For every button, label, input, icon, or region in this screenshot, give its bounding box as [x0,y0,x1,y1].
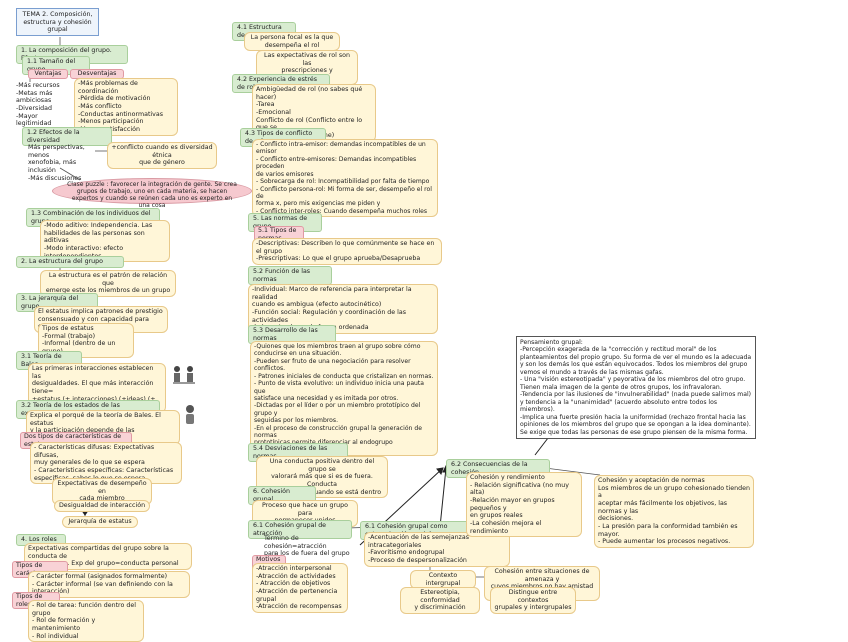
puzzle-bubble: Clase puzzle : favorecer la integración … [52,178,252,209]
motivos-list: -Atracción interpersonal -Atracción de a… [252,563,348,614]
categorizacion-text: -Acentuación de las semejanzas intracate… [364,532,510,567]
estereotipia-text: Estereotipia, conformidad y discriminaci… [400,587,480,615]
arrow-head [436,467,444,476]
estructura-text: La estructura es el patrón de relación q… [40,270,176,298]
desarrollo-normas-text: -Quiones que los miembros traen al grupo… [250,341,438,457]
tipos-roles-list: - Rol de tarea: función dentro del grupo… [28,600,144,642]
diversidad-text: Más perspectivas, menos xenofobia, más i… [28,144,85,182]
normas-aceptacion-text: Cohesión y aceptación de normas Los miem… [594,475,754,549]
heading-estructura: 2. La estructura del grupo [16,256,124,268]
tipos-normas-text: -Descriptivas: Describen lo que comúnmen… [252,238,442,266]
connector [544,467,601,476]
cohesion-atraccion-text: Término de cohesión=atracción para los d… [264,535,350,558]
diversidad-effect: +conflicto cuando es diversidad étnica q… [107,142,217,170]
person-icon [186,405,194,424]
connector [59,167,81,181]
heading-cohesion-atraccion: 6.1 Cohesión grupal de atracción [248,520,352,540]
rendimiento-text: Cohesión y rendimiento - Relación signif… [466,472,582,538]
distingue-text: Distingue entre contextos grupales y int… [490,587,576,615]
heading-diversidad: 1.2 Efectos de la diversidad [22,127,112,147]
jerarquia-estatus: Jerarquía de estatus [62,516,138,528]
people-icon [173,366,195,384]
arrow-head [82,511,88,516]
desviaciones-text: Una conducta positiva dentro del grupo s… [256,456,388,499]
estructura-rol-a: La persona focal es la que desempeña el … [244,32,340,52]
roles-text: Expectativas compartidas del grupo sobre… [24,543,192,571]
title: TEMA 2. Composición, estructura y cohesi… [16,8,99,36]
heading-funcion-normas: 5.2 Función de las normas [248,266,332,286]
title-text: TEMA 2. Composición, estructura y cohesi… [22,11,93,34]
ventajas-list: -Más recursos -Metas más ambiciosas -Div… [16,82,60,128]
arrow [439,467,447,528]
puzzle-text: Clase puzzle : favorecer la integración … [67,181,237,209]
label-ventajas: Ventajas [28,69,68,79]
desigualdad-interaccion: Desigualdad de interacción [54,500,150,512]
contexto-amenaza: Cohesión entre situaciones de amenaza y … [484,566,600,601]
tipos-conflicto-text: - Conflicto intra-emisor: demandas incom… [252,139,438,218]
pensamiento-grupal: Pensamiento grupal: -Percepción exagerad… [516,336,756,440]
